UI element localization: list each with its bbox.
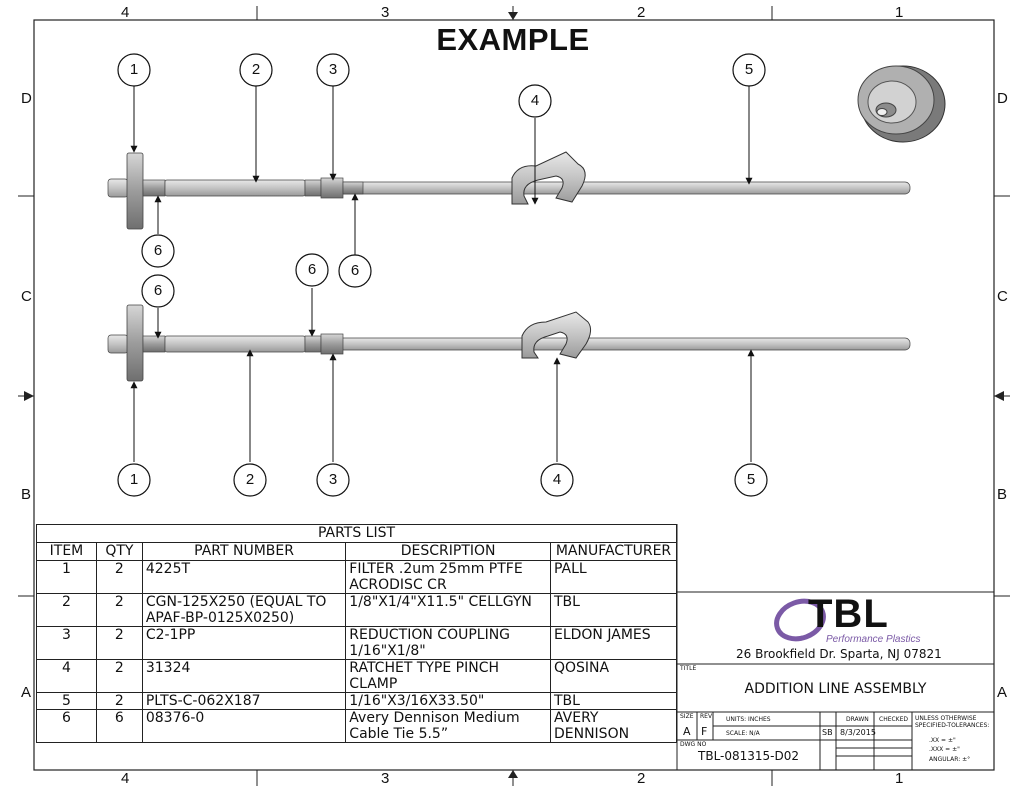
- drawing-border: [33, 19, 995, 771]
- drawing-title: EXAMPLE: [436, 22, 590, 57]
- zone-label-left-d: D: [21, 90, 32, 107]
- zone-label-right-c: C: [997, 288, 1008, 305]
- balloon-circle: [316, 53, 350, 87]
- balloon-circle: [338, 254, 372, 288]
- balloon-circle: [141, 234, 175, 268]
- parts-list-table: PARTS LIST ITEM QTY PART NUMBER DESCRIPT…: [36, 524, 678, 743]
- zone-label-top-1: 1: [895, 4, 904, 21]
- header-manufacturer: MANUFACTURER: [549, 542, 678, 561]
- zone-label-bottom-2: 2: [637, 770, 646, 787]
- zone-label-right-d: D: [997, 90, 1008, 107]
- balloon-label: 5: [744, 61, 754, 78]
- balloon-circle: [117, 463, 151, 497]
- rev-value: F: [701, 725, 708, 738]
- zone-label-bottom-1: 1: [895, 770, 904, 787]
- tolerance-note: SPECIFIED-TOLERANCES:: [915, 722, 990, 729]
- company-address: 26 Brookfield Dr. Sparta, NJ 07821: [736, 647, 942, 661]
- size-label: SIZE: [680, 713, 694, 720]
- tolerance-note: .XX = ±": [929, 737, 956, 744]
- balloon-label: 3: [328, 471, 338, 488]
- tolerance-note: ANGULAR: ±°: [929, 756, 971, 763]
- scale-label: SCALE: N/A: [726, 730, 760, 737]
- zone-label-bottom-3: 3: [381, 770, 390, 787]
- header-qty: QTY: [95, 542, 143, 561]
- balloon-label: 6: [307, 261, 317, 278]
- balloon-circle: [734, 463, 768, 497]
- zone-label-left-c: C: [21, 288, 32, 305]
- balloon-label: 2: [251, 61, 261, 78]
- balloon-circle: [233, 463, 267, 497]
- tolerance-note: .XXX = ±": [929, 746, 960, 753]
- logo-swoosh: [774, 598, 826, 642]
- header-description: DESCRIPTION: [345, 542, 551, 561]
- zone-label-left-b: B: [21, 486, 32, 503]
- drawn-by: SB: [822, 728, 833, 737]
- checked-label: CHECKED: [879, 716, 909, 723]
- balloon-circle: [295, 253, 329, 287]
- balloon-label: 3: [328, 61, 338, 78]
- balloon-circle: [518, 84, 552, 118]
- balloon-label: 2: [245, 471, 255, 488]
- zone-label-top-3: 3: [381, 4, 390, 21]
- drawn-date: 8/3/2015: [840, 728, 876, 737]
- company-logo-subtitle: Performance Plastics: [826, 634, 921, 645]
- balloon-label: 1: [129, 61, 139, 78]
- dwg-no-label: DWG NO: [680, 741, 707, 748]
- balloon-circle: [732, 53, 766, 87]
- zone-label-right-a: A: [997, 684, 1008, 701]
- lower-assembly: [107, 304, 911, 382]
- balloon-circle: [540, 463, 574, 497]
- balloon-label: 5: [746, 471, 756, 488]
- zone-label-left-a: A: [21, 684, 32, 701]
- header-part-number: PART NUMBER: [141, 542, 347, 561]
- upper-assembly: [107, 151, 911, 230]
- table-row: 5 2 PLTS-C-062X187 1/16"X3/16X33.50" TBL: [36, 692, 678, 710]
- tolerance-note: UNLESS OTHERWISE: [915, 715, 977, 722]
- balloon-label: 6: [350, 262, 360, 279]
- dwg-no-value: TBL-081315-D02: [698, 749, 800, 763]
- rev-label: REV: [700, 713, 713, 720]
- zone-label-top-4: 4: [121, 4, 130, 21]
- parts-list-caption: PARTS LIST: [36, 524, 677, 543]
- title-label: TITLE: [680, 665, 697, 672]
- balloon-circle: [117, 53, 151, 87]
- header-item: ITEM: [36, 542, 97, 561]
- size-value: A: [683, 725, 691, 738]
- drawn-label: DRAWN: [846, 716, 869, 723]
- drawing-title-block: ADDITION LINE ASSEMBLY: [744, 681, 927, 697]
- filter-iso-view: [857, 65, 946, 143]
- company-logo-text: TBL: [808, 592, 889, 636]
- balloon-circle: [141, 274, 175, 308]
- units-label: UNITS: INCHES: [726, 716, 771, 723]
- balloon-label: 4: [530, 92, 540, 109]
- balloon-label: 4: [552, 471, 562, 488]
- balloon-circle: [239, 53, 273, 87]
- balloon-circle: [316, 463, 350, 497]
- zone-label-right-b: B: [997, 486, 1008, 503]
- zone-label-bottom-4: 4: [121, 770, 130, 787]
- zone-label-top-2: 2: [637, 4, 646, 21]
- balloon-label: 6: [153, 242, 163, 259]
- balloon-label: 1: [129, 471, 139, 488]
- balloon-label: 6: [153, 282, 163, 299]
